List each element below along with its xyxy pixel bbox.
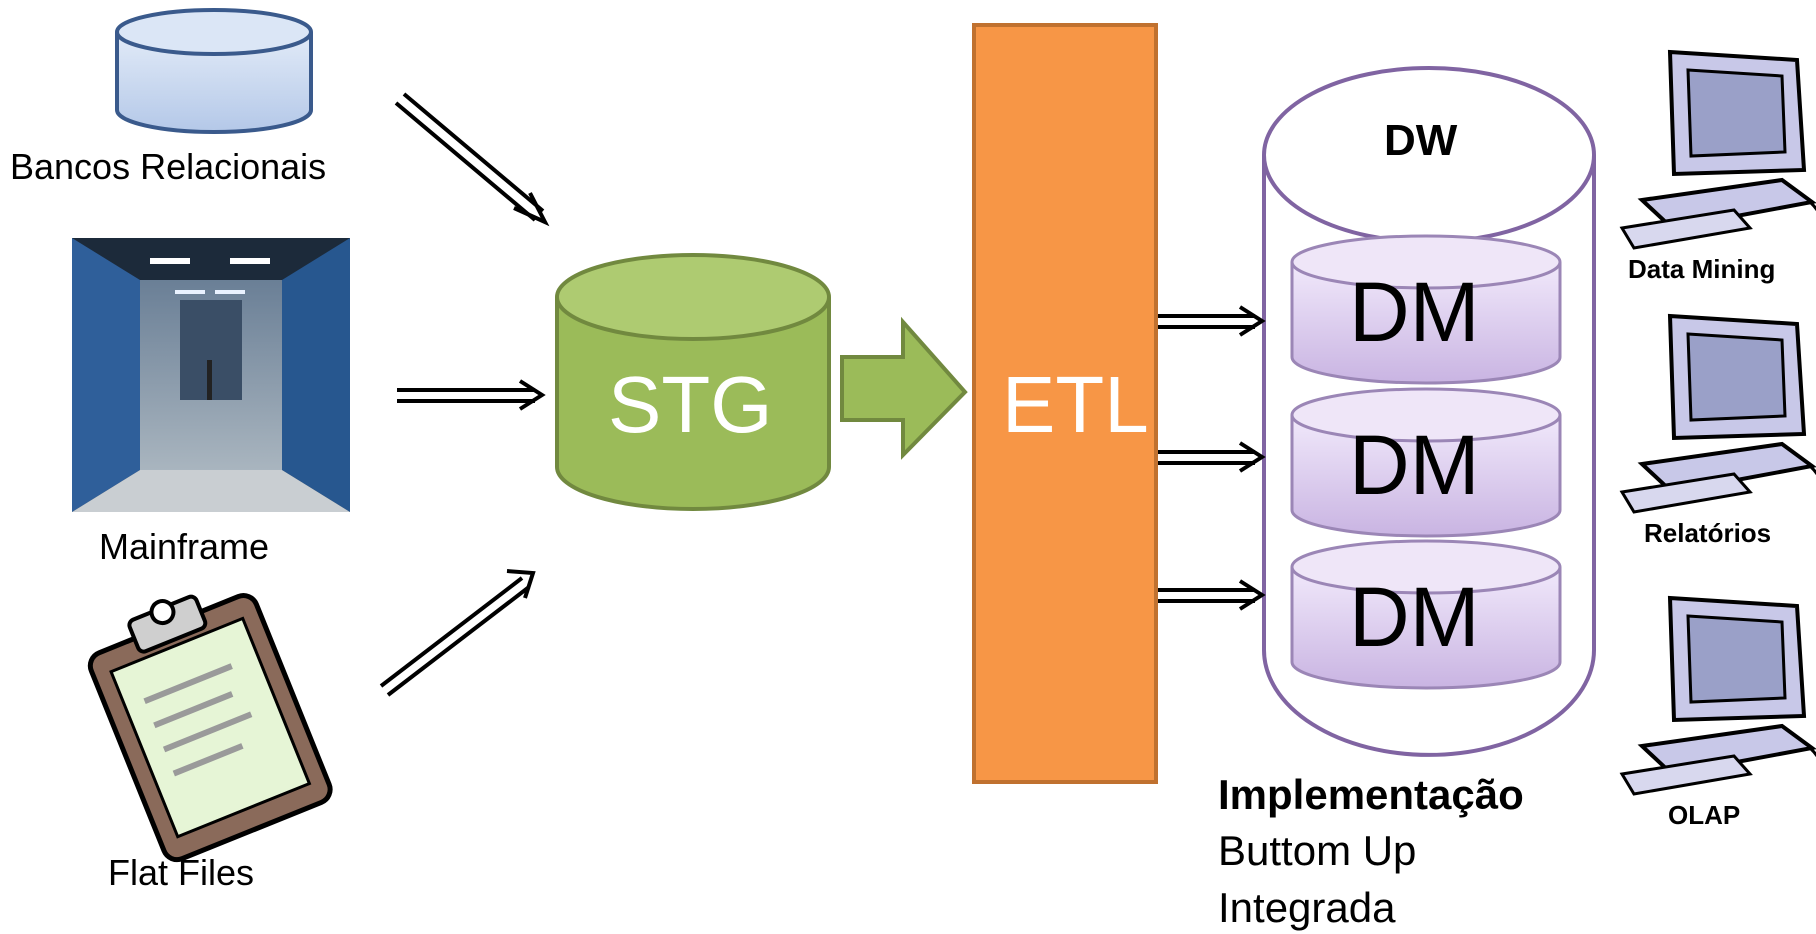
client-label-relatorios: Relatórios	[1644, 518, 1772, 548]
stg-to-etl-block-arrow	[840, 316, 968, 460]
arrow-etl-to-dm	[1158, 305, 1266, 337]
dm-cylinder	[1290, 539, 1562, 690]
dm-label: DM	[1349, 418, 1480, 512]
dm-cylinder	[1290, 234, 1562, 385]
flatfiles-label: Flat Files	[108, 852, 255, 893]
relational-label: Bancos Relacionais	[10, 146, 327, 187]
implementation-line: Integrada	[1218, 884, 1396, 931]
staging-label: STG	[608, 360, 773, 449]
etl-box	[972, 23, 1158, 784]
relational-database-icon	[115, 8, 313, 134]
computer-icon	[1619, 49, 1816, 250]
staging-cylinder	[555, 253, 831, 511]
arrow-etl-to-dm	[1158, 441, 1266, 473]
implementation-title: Implementação	[1218, 771, 1524, 818]
dm-label: DM	[1349, 265, 1480, 359]
etl-label: ETL	[1002, 360, 1149, 449]
computer-icon	[1619, 313, 1816, 514]
arrow-relational-to-stg	[394, 92, 550, 227]
clipboard-icon	[87, 593, 333, 863]
arrow-mainframe-to-stg	[397, 379, 546, 411]
arrow-etl-to-dm	[1158, 579, 1266, 611]
mainframe-photo	[72, 238, 350, 512]
dm-cylinder	[1290, 387, 1562, 538]
dw-label: DW	[1384, 116, 1458, 165]
client-label-olap: OLAP	[1668, 800, 1741, 830]
client-label-data-mining: Data Mining	[1628, 254, 1776, 284]
mainframe-label: Mainframe	[99, 526, 270, 567]
arrow-flatfiles-to-stg	[379, 569, 536, 697]
implementation-line: Buttom Up	[1218, 827, 1417, 874]
dm-label: DM	[1349, 570, 1480, 664]
computer-icon	[1619, 595, 1816, 796]
